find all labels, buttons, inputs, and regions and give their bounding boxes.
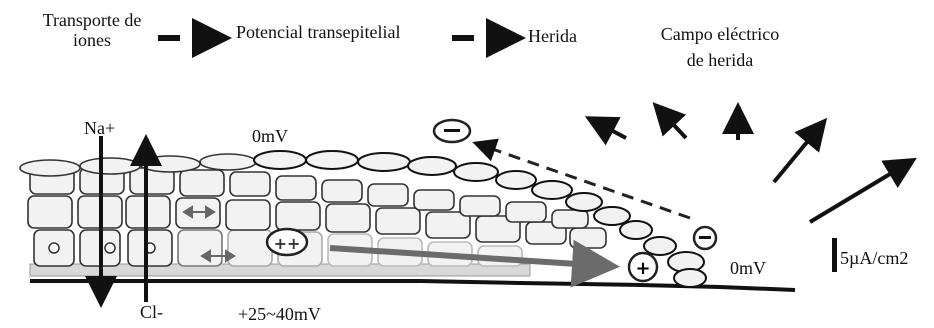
positive-charges-icon: ++ [267,229,307,255]
wound-positive-icon: + [629,253,657,281]
wound-negative-icon [694,227,716,249]
electric-field-vectors [592,108,910,222]
svg-text:+: + [635,258,650,279]
current-scale-bar [832,238,837,272]
surface-negative-icon [434,120,470,142]
flow-arrow-2 [452,35,516,41]
svg-text:++: ++ [274,234,301,253]
flow-arrow-1 [158,35,222,41]
